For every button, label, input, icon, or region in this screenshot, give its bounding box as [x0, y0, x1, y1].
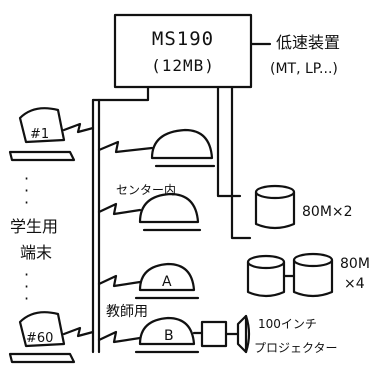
projector-line1: 100インチ [258, 317, 317, 331]
disk-group1-label: 80M×2 [302, 204, 353, 220]
teacher-b-label: B [164, 328, 174, 344]
student-terminal-1 [8, 107, 95, 162]
teacher-terminal-b [97, 316, 200, 354]
ellipsis-bottom-1: · [24, 265, 29, 284]
disk-group2-count: ×4 [344, 276, 365, 292]
mainframe-memory: (12MB) [151, 56, 215, 75]
mainframe-model: MS190 [152, 28, 214, 50]
terminal-last-id: #60 [26, 331, 53, 346]
student-label-line2: 端末 [20, 243, 52, 262]
disk-80m-x4-b [292, 252, 334, 298]
ellipsis-top-1: · [24, 169, 29, 188]
bus-to-mainframe [91, 86, 150, 102]
terminal-first-id: #1 [30, 127, 49, 142]
mainframe-box [113, 13, 253, 89]
ellipsis-top-3: · [24, 193, 29, 212]
student-label-line1: 学生用 [10, 217, 58, 236]
peripheral-label: 低速装置 [276, 33, 340, 52]
teacher-label: 教師用 [106, 304, 148, 320]
teacher-a-label: A [162, 274, 172, 290]
projector-line2: プロジェクター [254, 341, 338, 355]
disk-80m-x4-a [246, 254, 286, 298]
center-terminal-1 [97, 128, 216, 168]
disk-group2-label: 80M [340, 256, 370, 272]
disk-link-2 [230, 86, 252, 240]
projector-icon [192, 314, 251, 354]
ellipsis-bottom-2: · [24, 277, 29, 296]
student-terminal-60 [8, 311, 95, 364]
peripheral-detail: (MT, LP...) [270, 61, 338, 77]
center-label: センター内 [116, 183, 176, 197]
ellipsis-top-2: · [24, 181, 29, 200]
disk-80m-x2 [254, 184, 296, 230]
teacher-terminal-a [97, 262, 200, 300]
disk-link-1 [216, 86, 242, 198]
ellipsis-bottom-3: · [24, 289, 29, 308]
center-terminal-2 [97, 192, 202, 232]
